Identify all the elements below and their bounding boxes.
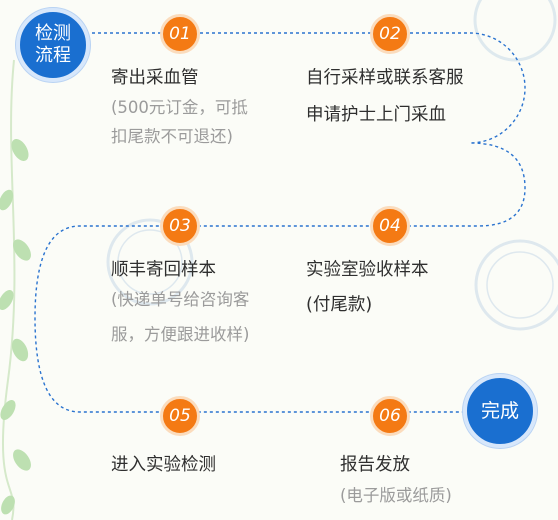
start-badge-line2: 流程 — [35, 45, 71, 66]
step-number-01: 01 — [160, 14, 200, 54]
end-badge: 完成 — [463, 374, 537, 448]
start-badge-line1: 检测 — [35, 23, 71, 44]
seal-watermark-decoration — [106, 0, 558, 331]
leaf-vine-decoration — [0, 59, 31, 520]
step-03-title: 顺丰寄回样本 — [111, 260, 216, 280]
step-number-06: 06 — [370, 396, 410, 436]
step-04-title-line2: (付尾款) — [306, 295, 373, 315]
step-number-05: 05 — [160, 396, 200, 436]
step-05-title: 进入实验检测 — [111, 455, 216, 475]
step-02-title-line2: 申请护士上门采血 — [306, 105, 446, 125]
step-06-title: 报告发放 — [340, 455, 410, 475]
step-06-note: (电子版或纸质) — [340, 486, 452, 505]
step-02-title-line1: 自行采样或联系客服 — [306, 68, 464, 88]
step-number-03: 03 — [160, 206, 200, 246]
start-badge: 检测 流程 — [16, 8, 90, 82]
step-01-note-line2: 扣尾款不可退还) — [111, 127, 233, 146]
step-number-02: 02 — [370, 14, 410, 54]
step-04-title: 实验室验收样本 — [306, 260, 429, 280]
step-03-note-line1: (快递单号给咨询客 — [111, 290, 250, 309]
step-01-title: 寄出采血管 — [111, 68, 199, 88]
step-number-04: 04 — [370, 206, 410, 246]
step-03-note-line2: 服，方便跟进收样) — [111, 325, 250, 344]
step-01-note-line1: (500元订金，可抵 — [111, 98, 248, 117]
